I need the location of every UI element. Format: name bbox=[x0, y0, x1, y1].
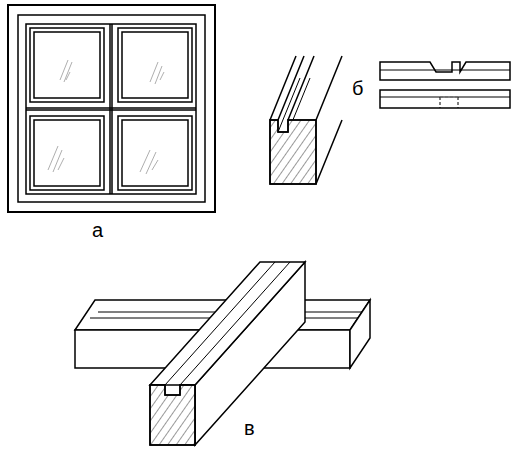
bar-profile bbox=[270, 56, 342, 184]
cross-joint bbox=[75, 262, 370, 445]
figure-label: в bbox=[244, 418, 255, 438]
figure-label: а bbox=[92, 220, 103, 240]
window-frame bbox=[8, 5, 215, 212]
glass-glare bbox=[48, 60, 164, 174]
figure-label: б bbox=[352, 78, 363, 98]
bar-halves bbox=[380, 62, 510, 108]
